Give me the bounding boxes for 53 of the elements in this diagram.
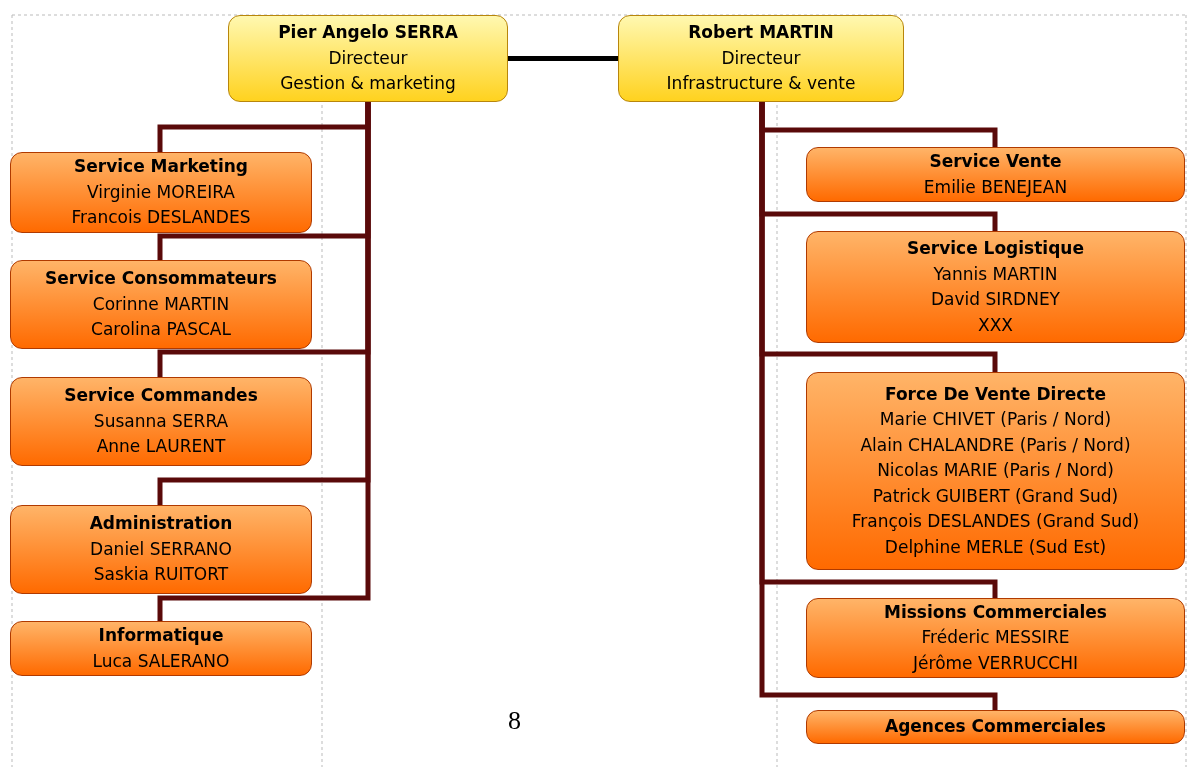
connector-line — [157, 102, 371, 621]
box-text: Patrick GUIBERT (Grand Sud) — [872, 484, 1119, 508]
box-text: Delphine MERLE (Sud Est) — [884, 535, 1107, 559]
box-text: Nicolas MARIE (Paris / Nord) — [877, 459, 1114, 483]
box-title: Force De Vente Directe — [884, 382, 1107, 406]
box-title: Administration — [89, 512, 233, 536]
box-text: Yannis MARTIN — [933, 262, 1058, 286]
box-text: Luca SALERANO — [92, 649, 230, 673]
box-title: Service Vente — [929, 150, 1062, 173]
director-box — [228, 15, 508, 102]
box-title: Missions Commerciales — [884, 600, 1107, 624]
box-title: Service Consommateurs — [45, 267, 277, 291]
box-text: Gestion & marketing — [280, 72, 456, 96]
department-box — [806, 710, 1185, 744]
box-text: Carolina PASCAL — [91, 318, 231, 342]
box-text: Emilie BENEJEAN — [923, 175, 1068, 199]
box-text: David SIRDNEY — [930, 288, 1060, 311]
connector-line — [759, 102, 998, 710]
department-box — [10, 260, 312, 349]
box-title: Informatique — [98, 624, 224, 647]
box-text: François DESLANDES (Grand Sud) — [851, 510, 1140, 534]
box-text: Saskia RUITORT — [93, 563, 229, 587]
box-text: Fréderic MESSIRE — [921, 626, 1070, 650]
box-text: Corinne MARTIN — [92, 292, 230, 316]
box-text: Marie CHIVET (Paris / Nord) — [879, 408, 1112, 432]
box-title: Pier Angelo SERRA — [278, 21, 458, 45]
department-box — [10, 377, 312, 466]
box-title: Agences Commerciales — [885, 715, 1106, 739]
box-text: Directeur — [328, 46, 408, 70]
box-text: Francois DESLANDES — [71, 206, 251, 230]
box-text: Jérôme VERRUCCHI — [913, 651, 1078, 675]
department-box — [806, 372, 1185, 570]
department-box — [10, 621, 312, 676]
box-title: Service Marketing — [74, 155, 248, 179]
box-text: Infrastructure & vente — [666, 72, 856, 96]
department-box — [806, 231, 1185, 343]
connector-line — [508, 56, 618, 61]
box-text: Alain CHALANDRE (Paris / Nord) — [860, 433, 1131, 457]
box-title: Service Commandes — [64, 384, 258, 408]
department-box — [806, 598, 1185, 678]
box-title: Service Logistique — [907, 237, 1084, 260]
department-box — [10, 152, 312, 233]
box-text: Anne LAURENT — [96, 435, 226, 459]
box-text: XXX — [978, 313, 1013, 337]
department-box — [10, 505, 312, 594]
box-text: Daniel SERRANO — [90, 537, 232, 561]
box-text: Directeur — [721, 46, 801, 70]
box-title: Robert MARTIN — [688, 21, 834, 45]
box-text: Virginie MOREIRA — [87, 180, 235, 204]
page-number: 8 — [508, 706, 521, 736]
director-box — [618, 15, 904, 102]
department-box — [806, 147, 1185, 202]
box-text: Susanna SERRA — [93, 409, 229, 433]
